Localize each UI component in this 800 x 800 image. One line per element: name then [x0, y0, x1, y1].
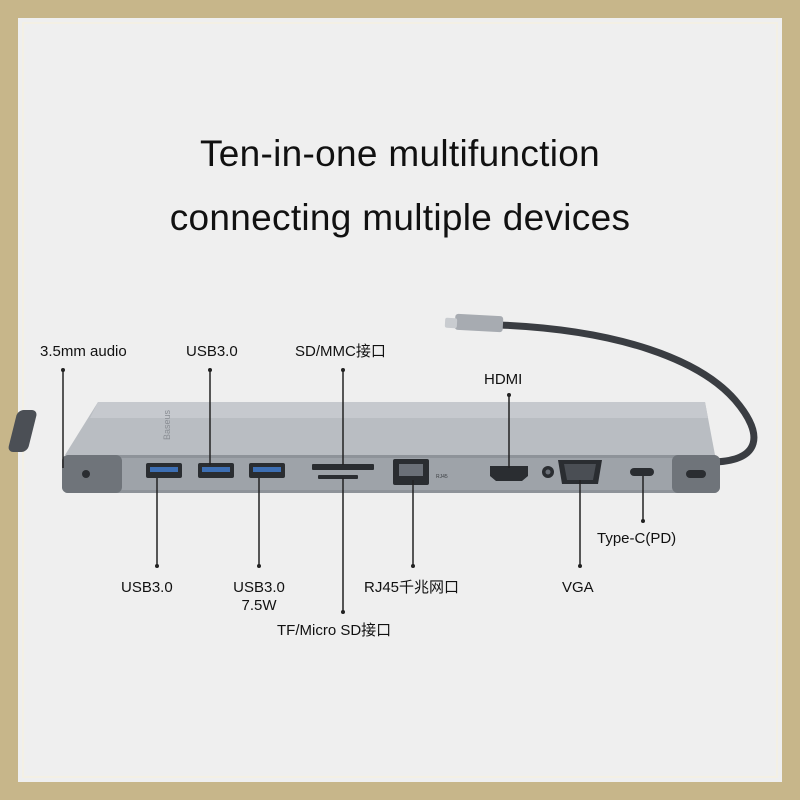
image-frame [18, 18, 782, 782]
hub-brand-print: Baseus [162, 409, 172, 440]
label-hdmi: HDMI [484, 371, 523, 388]
rj45-port [393, 459, 429, 485]
label-type-c: Type-C(PD) [597, 530, 677, 547]
headline-line-1: Ten-in-one multifunction [199, 133, 601, 174]
leader-dots-top [61, 368, 511, 397]
label-usb-bottom-mid-line1: USB3.0 [233, 579, 285, 596]
headline-line-2: connecting multiple devices [169, 197, 631, 238]
leader-lines-bottom [156, 476, 644, 612]
label-audio: 3.5mm audio [40, 343, 127, 360]
usb-port-1 [146, 463, 182, 478]
sd-mmc-slot [312, 464, 374, 470]
usb-c-plug [454, 313, 504, 333]
label-rj45: RJ45千兆网口 [364, 579, 460, 596]
label-usb-top: USB3.0 [186, 343, 238, 360]
label-usb-bottom-mid: USB3.0 7.5W [224, 579, 294, 615]
usb-port-3 [249, 463, 285, 478]
hub-top-highlight [90, 402, 708, 418]
tf-slot [318, 475, 358, 479]
usb-c-plug-tip [444, 317, 458, 329]
usb-port-2 [198, 463, 234, 478]
usb-c-cable [496, 321, 758, 466]
vga-port [558, 460, 602, 484]
hdmi-port [490, 466, 528, 481]
hub-left-end [62, 455, 122, 493]
label-sd-mmc: SD/MMC接口 [295, 343, 386, 360]
leader-lines-top [62, 370, 510, 468]
right-end-port [686, 470, 706, 478]
label-tf-micro-sd: TF/Micro SD接口 [277, 622, 392, 639]
label-usb-bottom-mid-line2: 7.5W [241, 597, 277, 614]
leader-dots-bottom [155, 519, 645, 614]
label-vga: VGA [562, 579, 594, 596]
left-end-port [82, 470, 90, 478]
rj45-port-print: RJ45 [436, 474, 448, 480]
type-c-port [630, 468, 654, 476]
label-usb-bottom-left: USB3.0 [121, 579, 173, 596]
hub-top-pad-left [8, 410, 37, 452]
